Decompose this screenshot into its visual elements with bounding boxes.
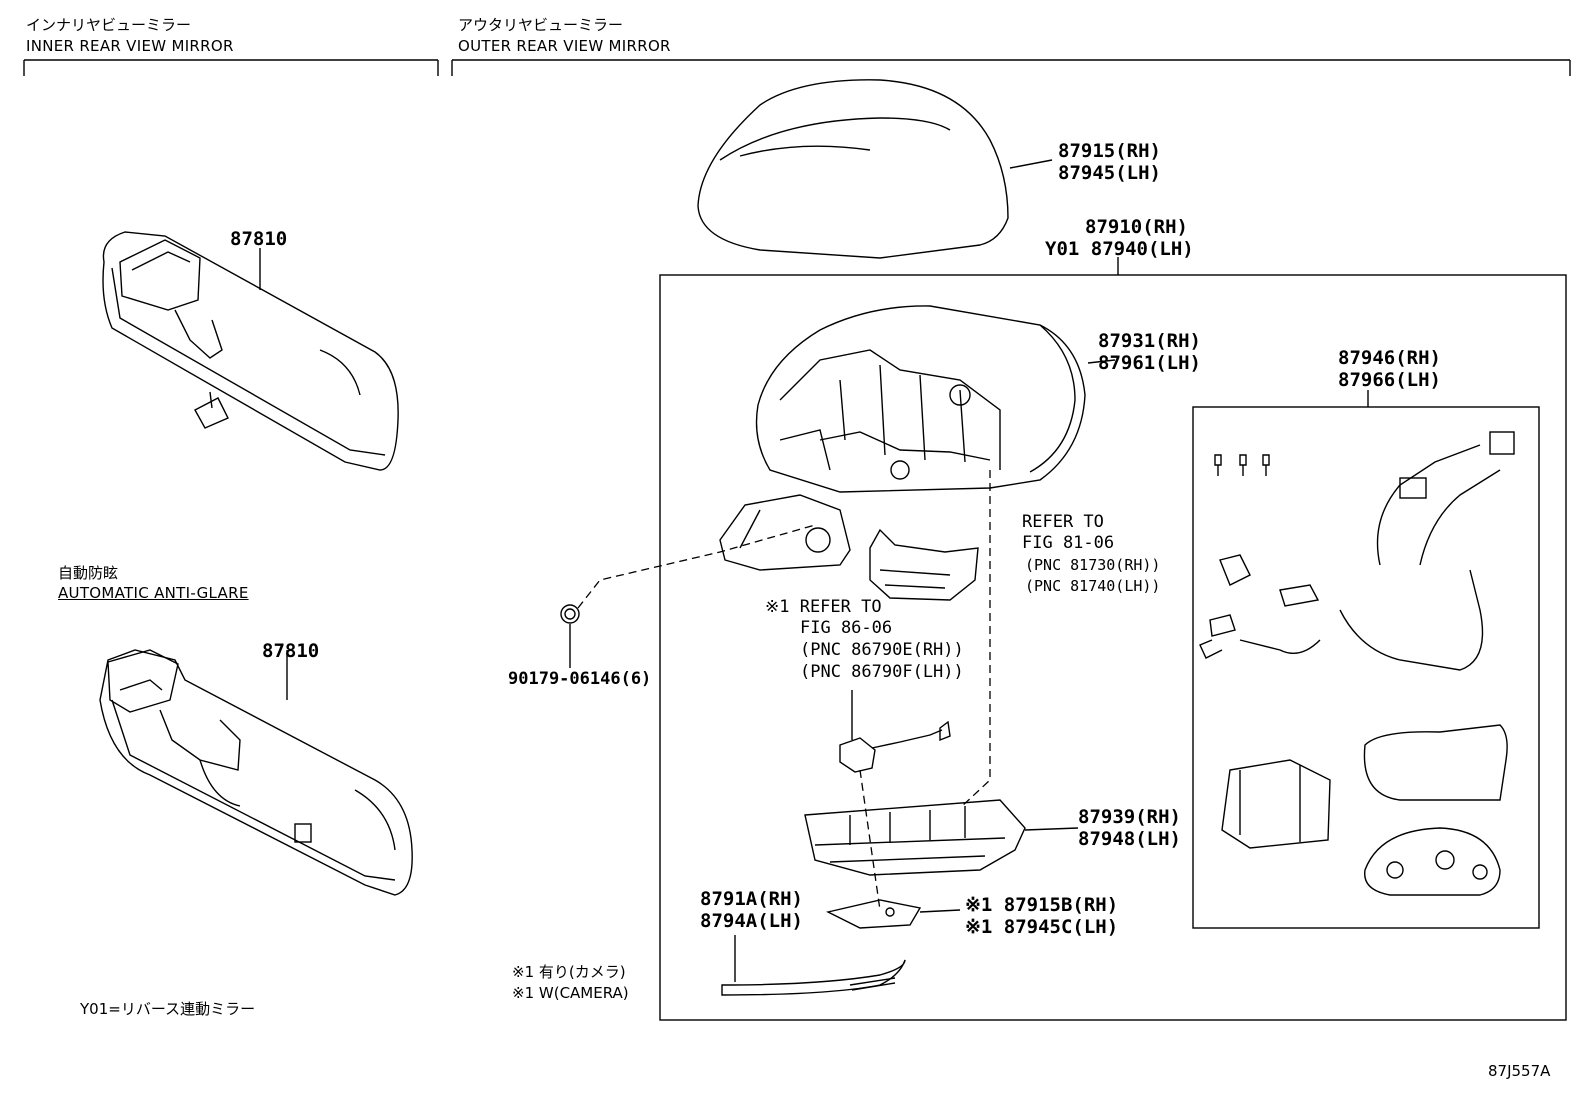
ref1-line3: (PNC 81730(RH)): [1025, 556, 1161, 574]
part-number-lamp-lh[interactable]: 87948(LH): [1078, 828, 1181, 850]
inner-section-title-jp: インナリヤビューミラー: [26, 16, 192, 34]
camera-bracket-illustration: [825, 899, 922, 929]
camera-subpart: [839, 720, 951, 773]
housing-lamp-dashed-leader: [959, 470, 991, 809]
part-number-bracket-lh[interactable]: ※1 87945C(LH): [965, 916, 1119, 938]
part-number-housing-lh[interactable]: 87961(LH): [1098, 352, 1201, 374]
part-number-garnish-lh[interactable]: 8794A(LH): [700, 910, 803, 932]
note-camera-en: ※1 W(CAMERA): [512, 984, 629, 1002]
clip-illustration: [560, 604, 580, 624]
mirror-cover-illustration: [697, 79, 1009, 259]
part-number-harness-rh[interactable]: 87946(RH): [1338, 347, 1441, 369]
ref1-line1[interactable]: REFER TO: [1022, 512, 1104, 532]
inner-section-bracket: [23, 59, 439, 76]
note-camera-jp: ※1 有り(カメラ): [512, 963, 626, 981]
note-y01: Y01=リバース連動ミラー: [80, 1000, 256, 1018]
camera-bracket-dashed-leader: [859, 769, 881, 911]
harness-kit-box: [1192, 406, 1540, 929]
ref2-line4: (PNC 86790F(LH)): [800, 662, 964, 682]
outer-section-title-jp: アウタリヤビューミラー: [458, 16, 624, 34]
part-number-inner-mirror[interactable]: 87810: [230, 228, 288, 250]
part-number-housing-rh[interactable]: 87931(RH): [1098, 330, 1201, 352]
side-lamp-illustration: [804, 799, 1026, 876]
mirror-assembly-box: [659, 274, 1567, 1021]
garnish-strip-illustration: [721, 959, 906, 996]
outer-section-title-en: OUTER REAR VIEW MIRROR: [458, 37, 671, 55]
antiglare-title-jp: 自動防眩: [58, 564, 119, 582]
ref2-line3: (PNC 86790E(RH)): [800, 640, 964, 660]
part-number-bracket-rh[interactable]: ※1 87915B(RH): [965, 894, 1119, 916]
ref1-line4: (PNC 81740(LH)): [1025, 577, 1161, 595]
clip-dashed-leader: [577, 524, 816, 609]
ref2-line2[interactable]: FIG 86-06: [800, 618, 893, 638]
antiglare-title-en: AUTOMATIC ANTI-GLARE: [58, 584, 249, 602]
outer-section-bracket: [451, 59, 1571, 76]
part-number-lamp-rh[interactable]: 87939(RH): [1078, 806, 1181, 828]
harness-kit-illustration: [1199, 431, 1515, 896]
turn-signal-subpart: [869, 528, 979, 601]
ref1-line2[interactable]: FIG 81-06: [1022, 533, 1115, 553]
antiglare-mirror-illustration: [99, 649, 413, 896]
mirror-housing-illustration: [719, 305, 1086, 571]
inner-section-title-en: INNER REAR VIEW MIRROR: [26, 37, 234, 55]
part-number-cover-lh[interactable]: 87945(LH): [1058, 162, 1161, 184]
part-number-harness-lh[interactable]: 87966(LH): [1338, 369, 1441, 391]
part-number-antiglare-mirror[interactable]: 87810: [262, 640, 320, 662]
part-number-garnish-rh[interactable]: 8791A(RH): [700, 888, 803, 910]
inner-mirror-illustration: [102, 231, 399, 471]
part-number-cover-rh[interactable]: 87915(RH): [1058, 140, 1161, 162]
figure-code: 87J557A: [1488, 1062, 1551, 1080]
part-number-assy-lh[interactable]: Y01 87940(LH): [1045, 238, 1194, 260]
part-number-clip[interactable]: 90179-06146(6): [508, 669, 652, 689]
part-number-assy-rh[interactable]: 87910(RH): [1085, 216, 1188, 238]
ref2-line1[interactable]: ※1 REFER TO: [765, 597, 882, 617]
